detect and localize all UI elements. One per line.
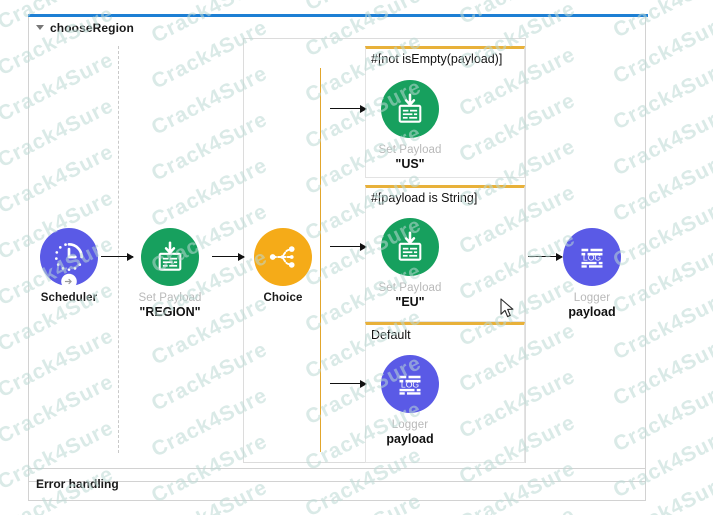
branch-condition-default: Default [371,328,411,342]
set-payload-eu-type-label: Set Payload [378,282,442,294]
svg-text:LOG: LOG [583,252,601,262]
chevron-down-icon[interactable] [36,25,44,30]
branch-condition-2: #[payload is String] [371,191,478,205]
scheduler-type-label: Scheduler [40,292,98,304]
scheduler-badge-icon [61,273,77,290]
arrow-setpayload-to-choice [212,252,245,261]
arrow-choice-to-branch-default [330,379,367,388]
logger-default-type-label: Logger [391,419,429,431]
flow-title[interactable]: chooseRegion [36,21,134,35]
set-payload-icon [398,93,422,123]
choice-circle[interactable] [254,228,312,286]
branch-frame-when-2[interactable] [365,185,525,322]
logger-out-type-label: Logger [573,292,611,304]
set-payload-us-circle[interactable] [381,80,439,138]
branch-condition-1: #[not isEmpty(payload)] [371,52,503,66]
svg-text:LOG: LOG [401,379,419,389]
set-payload-region-value: "REGION" [139,305,201,319]
flow-container[interactable] [28,17,646,482]
set-payload-us-value: "US" [395,157,425,171]
set-payload-icon [158,241,182,271]
flow-title-label: chooseRegion [50,21,134,35]
arrow-choice-to-branch-1 [330,104,367,113]
node-set-payload-eu[interactable]: Set Payload "EU" [350,218,470,310]
source-process-divider [118,46,119,453]
choice-spine-line [320,68,321,452]
logger-out-value: payload [568,305,616,319]
logger-default-circle[interactable]: LOG [381,355,439,413]
set-payload-eu-circle[interactable] [381,218,439,276]
node-choice[interactable]: Choice [223,228,343,305]
branch-frame-default[interactable] [365,322,525,463]
scheduler-circle[interactable] [40,228,98,290]
choice-icon [269,246,295,268]
log-icon: LOG [581,248,603,268]
error-handling-title[interactable]: Error handling [36,477,119,491]
node-set-payload-us[interactable]: Set Payload "US" [350,80,470,172]
node-logger-out[interactable]: LOG Logger payload [532,228,652,320]
arrow-choice-to-branch-2 [330,242,367,251]
logger-default-value: payload [386,432,434,446]
choice-type-label: Choice [263,292,303,304]
error-handling-container[interactable] [28,468,646,501]
set-payload-icon [398,231,422,261]
flow-header-accent-bar [28,14,648,17]
log-icon: LOG [399,375,421,395]
set-payload-eu-value: "EU" [395,295,425,309]
node-scheduler[interactable]: Scheduler [9,228,129,305]
error-handling-label: Error handling [36,477,119,491]
set-payload-region-circle[interactable] [141,228,199,286]
node-logger-default[interactable]: LOG Logger payload [350,355,470,447]
clock-icon [54,242,84,272]
logger-out-circle[interactable]: LOG [563,228,621,286]
node-set-payload-region[interactable]: Set Payload "REGION" [110,228,230,320]
set-payload-region-type-label: Set Payload [138,292,202,304]
arrow-choice-to-logger [528,252,563,261]
arrow-scheduler-to-setpayload [101,252,134,261]
set-payload-us-type-label: Set Payload [378,144,442,156]
